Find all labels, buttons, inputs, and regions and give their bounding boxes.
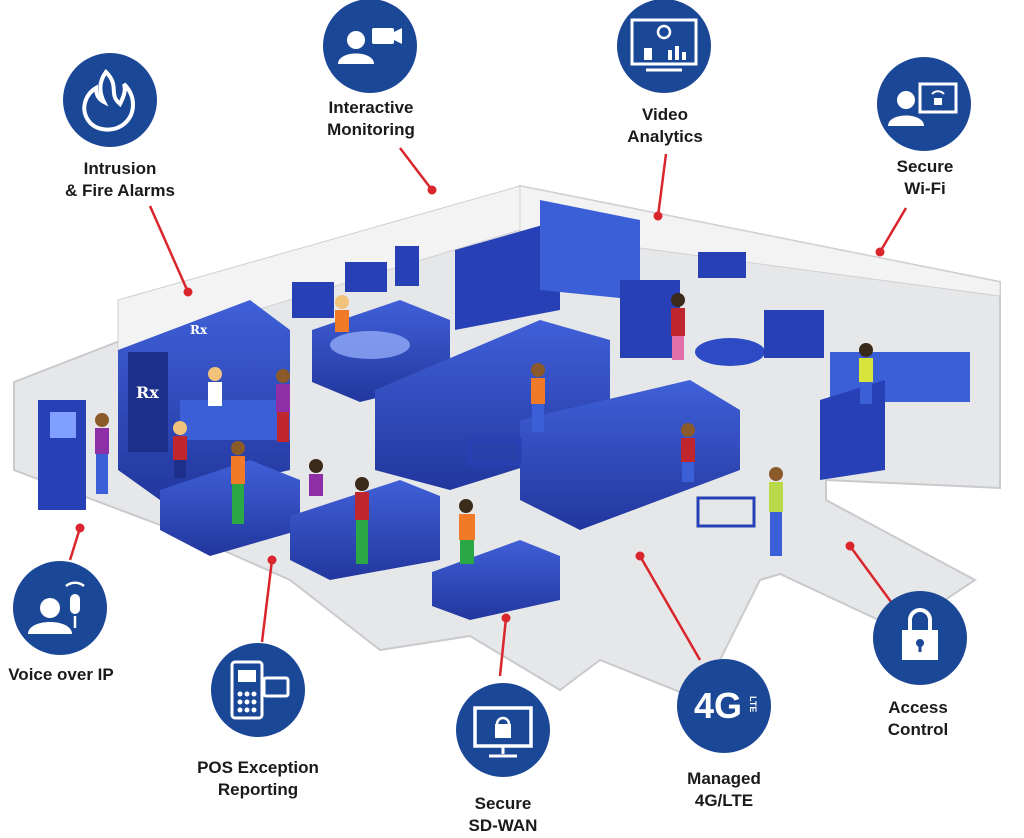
- callout-dot: [267, 555, 277, 565]
- flame-icon: [63, 53, 157, 147]
- video-call-icon: [323, 0, 417, 93]
- person: [859, 343, 873, 404]
- pharmacy-sign-lower: Rx: [136, 383, 159, 402]
- person: [276, 369, 290, 442]
- label-video-analytics: Video Analytics: [627, 105, 703, 146]
- gondola-front: [520, 380, 740, 530]
- person: [173, 421, 187, 478]
- callout-dot: [845, 541, 855, 551]
- label-access-control: Access Control: [887, 698, 949, 739]
- person: [231, 441, 245, 524]
- voip-headset-icon: [13, 561, 107, 655]
- person: [335, 295, 349, 332]
- person: [681, 423, 695, 482]
- sink-station: [764, 310, 824, 358]
- callout-dot: [875, 247, 885, 257]
- analytics-monitor-icon: [617, 0, 711, 93]
- person: [531, 363, 545, 432]
- callout-dot: [501, 613, 511, 623]
- callout-dot: [183, 287, 193, 297]
- 4g-lte-icon: 4G LTE: [677, 659, 771, 753]
- monitor-lock-icon: [456, 683, 550, 777]
- back-shelf: [455, 220, 560, 330]
- round-table: [695, 338, 765, 366]
- person: [208, 367, 222, 406]
- person: [95, 413, 109, 494]
- cooler: [620, 280, 680, 358]
- label-interactive-monitoring: Interactive Monitoring: [327, 98, 415, 139]
- label-voice-over-ip: Voice over IP: [8, 665, 114, 684]
- callout-dot: [75, 523, 85, 533]
- label-pos-exception-reporting: POS Exception Reporting: [197, 758, 319, 799]
- lte-text: LTE: [748, 696, 758, 712]
- wifi-lock-user-icon: [877, 57, 971, 151]
- feature-icons: 4G LTE: [13, 0, 971, 777]
- checkout-1: [160, 460, 300, 556]
- store-fixtures: Rx Rx: [38, 200, 970, 620]
- callout-dot: [653, 211, 663, 221]
- label-secure-sd-wan: Secure SD-WAN: [468, 794, 538, 835]
- person: [355, 477, 369, 564]
- callout-dot: [427, 185, 437, 195]
- padlock-icon: [873, 591, 967, 685]
- 4g-text: 4G: [694, 685, 742, 726]
- person: [459, 499, 475, 564]
- person: [309, 459, 323, 496]
- office-partition: [820, 380, 885, 480]
- callout-lines: [68, 147, 908, 677]
- shopping-cart: [696, 496, 756, 528]
- label-secure-wifi: Secure Wi-Fi: [896, 157, 954, 198]
- pharmacy-sign-upper: Rx: [190, 323, 208, 337]
- person: [671, 293, 685, 360]
- checkout-3: [432, 540, 560, 620]
- label-managed-4g-lte: Managed 4G/LTE: [687, 769, 761, 810]
- person: [769, 467, 783, 556]
- pos-terminal-icon: [211, 643, 305, 737]
- callout-dot: [635, 551, 645, 561]
- label-intrusion-fire-alarms: Intrusion & Fire Alarms: [65, 159, 175, 200]
- people: [95, 293, 873, 564]
